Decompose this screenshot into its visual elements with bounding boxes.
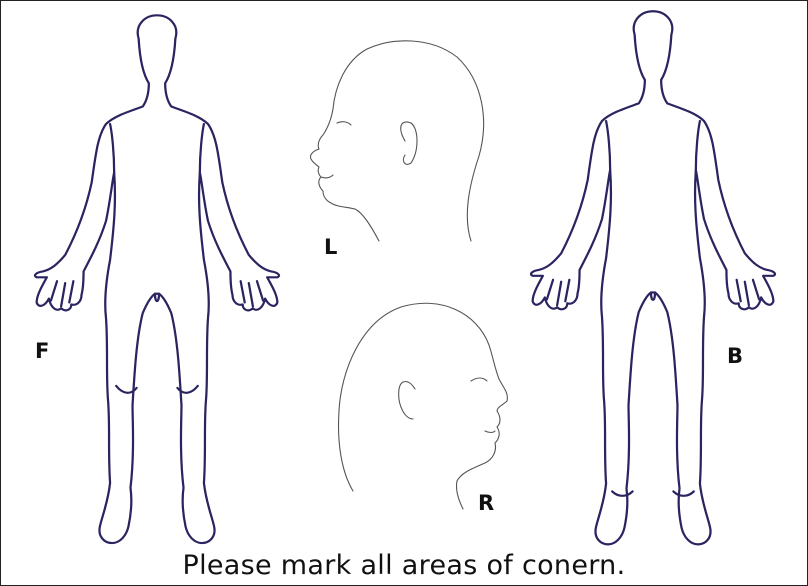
back-label: B <box>727 346 743 367</box>
left-head-profile[interactable] <box>310 41 483 241</box>
front-label: F <box>35 341 49 362</box>
instruction-caption: Please mark all areas of conern. <box>1 552 807 579</box>
right-head-profile[interactable] <box>339 303 508 509</box>
front-body-outline[interactable] <box>35 15 279 543</box>
right-label: R <box>478 493 494 514</box>
back-body-outline[interactable] <box>531 11 775 544</box>
left-label: L <box>324 237 337 258</box>
